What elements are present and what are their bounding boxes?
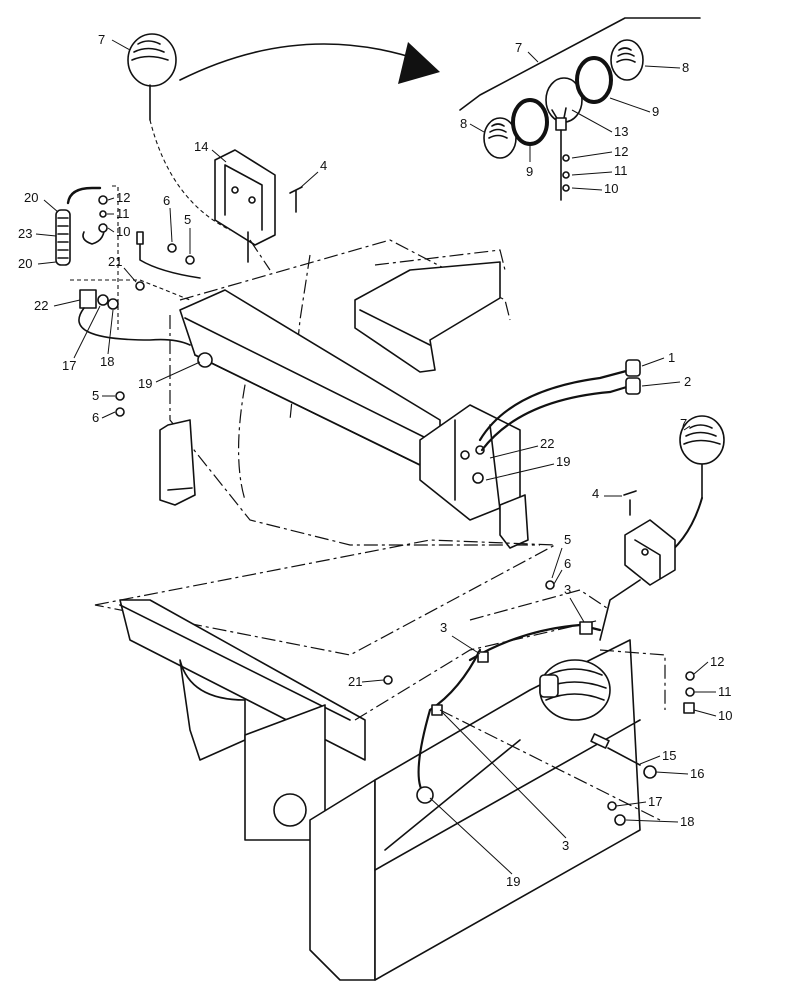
callout-6: 6 <box>564 556 571 571</box>
callout-12: 12 <box>116 190 130 205</box>
callout-7: 7 <box>680 416 687 431</box>
work-lamp-lower <box>384 621 666 851</box>
mounting-bracket-right <box>599 490 676 641</box>
callout-19: 19 <box>556 454 570 469</box>
callout-19: 19 <box>506 874 520 889</box>
connector-harness-left <box>55 185 191 346</box>
callout-22: 22 <box>34 298 48 313</box>
fasteners-upper <box>115 231 201 417</box>
callout-21: 21 <box>348 674 362 689</box>
callout-3: 3 <box>562 838 569 853</box>
callout-12: 12 <box>710 654 724 669</box>
callout-6: 6 <box>163 193 170 208</box>
callout-11: 11 <box>718 684 732 699</box>
callout-5: 5 <box>92 388 99 403</box>
callout-9: 9 <box>652 104 659 119</box>
callout-11: 11 <box>614 163 628 178</box>
callout-21: 21 <box>108 254 122 269</box>
callout-2: 2 <box>684 374 691 389</box>
callout-20: 20 <box>24 190 38 205</box>
callout-18: 18 <box>680 814 694 829</box>
callout-3: 3 <box>564 582 571 597</box>
callout-22: 22 <box>540 436 554 451</box>
callout-5: 5 <box>184 212 191 227</box>
work-lamp-left <box>127 33 231 231</box>
callout-5: 5 <box>564 532 571 547</box>
callout-10: 10 <box>604 181 618 196</box>
cables-to-plugs <box>478 359 641 452</box>
callout-8: 8 <box>460 116 467 131</box>
callout-7: 7 <box>515 40 522 55</box>
callout-12: 12 <box>614 144 628 159</box>
callout-14: 14 <box>194 139 208 154</box>
callout-6: 6 <box>92 410 99 425</box>
callout-3: 3 <box>440 620 447 635</box>
callout-4: 4 <box>592 486 599 501</box>
bolt-top <box>289 186 303 213</box>
callout-23: 23 <box>18 226 32 241</box>
callout-10: 10 <box>116 224 130 239</box>
callout-1: 1 <box>668 350 675 365</box>
callout-9: 9 <box>526 164 533 179</box>
callout-17: 17 <box>62 358 76 373</box>
callout-11: 11 <box>116 206 130 221</box>
callout-16: 16 <box>690 766 704 781</box>
callout-13: 13 <box>614 124 628 139</box>
callout-15: 15 <box>662 748 676 763</box>
mounting-bracket <box>214 149 276 271</box>
callout-17: 17 <box>648 794 662 809</box>
callout-8: 8 <box>682 60 689 75</box>
callout-labels: 7 7 8 8 9 9 13 12 11 10 14 4 6 5 20 12 1… <box>18 32 732 889</box>
callout-19: 19 <box>138 376 152 391</box>
callout-20: 20 <box>18 256 32 271</box>
frame-assembly <box>94 239 641 981</box>
fasteners-lower <box>383 580 695 826</box>
callout-18: 18 <box>100 354 114 369</box>
callout-7: 7 <box>98 32 105 47</box>
callout-10: 10 <box>718 708 732 723</box>
callout-4: 4 <box>320 158 327 173</box>
